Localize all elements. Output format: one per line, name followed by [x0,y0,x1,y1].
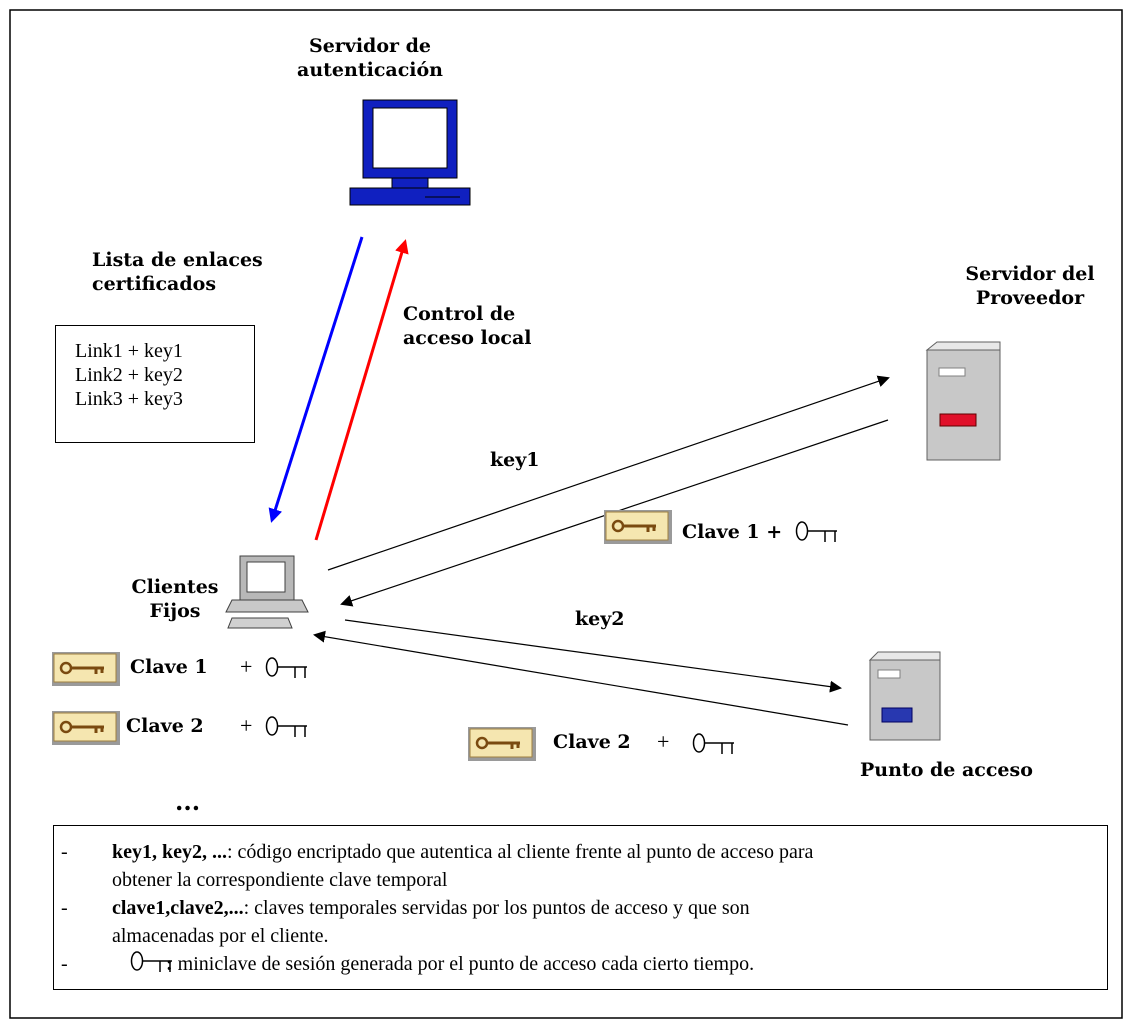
client-key1-label: Clave 1 [130,656,208,678]
legend-text-cont: almacenadas por el cliente. [112,925,329,947]
legend-term: clave1,clave2,... [112,897,244,919]
session-key-icon [265,657,307,678]
legend-text: : código encriptado que autentica al cli… [227,841,814,863]
key2-label: key2 [575,608,625,630]
ellipsis: ... [175,787,201,816]
session-key-icon [692,733,734,754]
session-key-icon [130,951,172,972]
local-access-control-label: Control de acceso local [403,303,532,349]
legend-text: miniclave de sesión generada por el punt… [172,953,755,975]
legend-term: : [166,953,173,975]
legend-term: key1, key2, ... [112,841,227,863]
link-entry: Link2 + key2 [75,364,183,386]
provider-server-icon [925,341,1001,461]
clients-label: Clientes Fijos [131,576,219,622]
key1-label: key1 [490,449,540,471]
access-point-icon [868,651,941,741]
plus-sign: + [240,654,253,679]
key-image-icon [604,510,672,544]
session-key-icon [265,716,307,737]
session-key-icon [795,521,837,542]
ap-return-key-label: Clave 2 [553,731,631,753]
client-to-auth-arrow [314,239,409,541]
certified-links-label: Lista de enlaces certificados [92,249,263,295]
legend-text-cont: obtener la correspondiente clave tempora… [112,869,448,891]
client-to-provider-arrow [327,375,890,571]
key-image-icon [52,711,120,745]
link-entry: Link3 + key3 [75,388,183,410]
legend-box: - key1, key2, ...: código encriptado que… [53,825,1108,990]
access-point-label: Punto de acceso [860,759,1033,781]
outer-border [9,9,1123,1019]
plus-sign: + [657,729,670,754]
plus-sign: + [240,713,253,738]
client-computer-icon [225,555,309,629]
legend-dash: - [61,897,68,919]
auth-server-label: Servidor de autenticación [297,35,443,81]
client-key2-label: Clave 2 [126,715,204,737]
auth-to-client-arrow [268,236,364,523]
legend-dash: - [61,841,68,863]
provider-return-key-label: Clave 1 + [682,521,783,543]
key-image-icon [468,727,536,761]
certified-links-box: Link1 + key1 Link2 + key2 Link3 + key3 [55,325,255,443]
provider-server-label: Servidor del Proveedor [965,263,1095,309]
auth-server-computer-icon [349,99,471,206]
legend-text: : claves temporales servidas por los pun… [243,897,750,919]
client-to-ap-arrow [344,619,842,693]
key-image-icon [52,652,120,686]
legend-dash: - [61,953,68,975]
ap-to-client-arrow [313,630,849,726]
link-entry: Link1 + key1 [75,340,183,362]
